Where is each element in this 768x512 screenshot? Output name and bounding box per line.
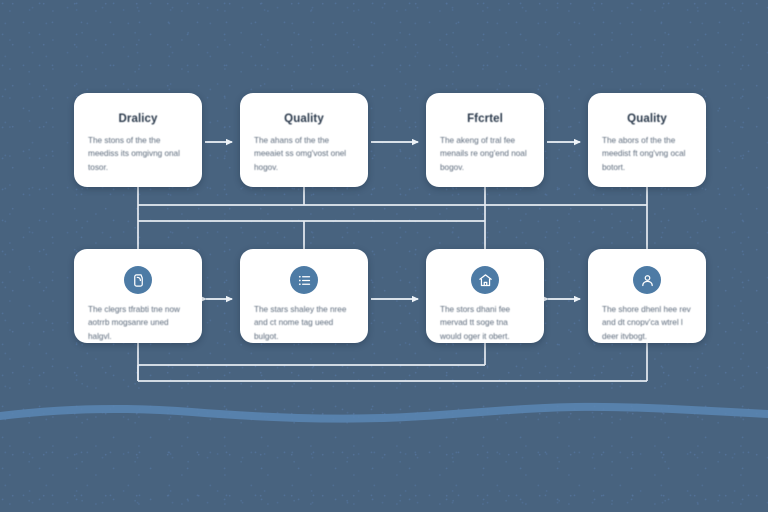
card-body-text: The stons of the the meediss its omgivng…	[88, 136, 180, 172]
flow-card-bottom-3[interactable]: The stors dhani fee mervad tt soge tna w…	[426, 249, 544, 343]
user-icon	[633, 266, 661, 294]
card-body-text: The abors of the the meedist ft ong'vng …	[602, 136, 686, 172]
card-title: Dralicy	[118, 113, 158, 125]
flow-card-top-1[interactable]: Dralicy The stons of the the meediss its…	[74, 93, 202, 187]
card-body-text: The clegrs tfrabti tne now aotrrb mogsan…	[88, 305, 180, 341]
flow-card-top-2[interactable]: Quality The ahans of the the meeaiet ss …	[240, 93, 368, 187]
card-title: Ffcrtel	[467, 113, 503, 125]
flow-card-top-3[interactable]: Ffcrtel The akeng of tral fee menails re…	[426, 93, 544, 187]
card-body-text: The stors dhani fee mervad tt soge tna w…	[440, 305, 511, 341]
card-body-text: The akeng of tral fee menails re ong'end…	[440, 136, 527, 172]
card-body-text: The shore dhenl hee rev and dt cnopv'ca …	[602, 305, 691, 341]
flow-card-bottom-2[interactable]: The stars shaley the nree and ct nome ta…	[240, 249, 368, 343]
home-icon	[471, 266, 499, 294]
flow-card-top-4[interactable]: Quality The abors of the the meedist ft …	[588, 93, 706, 187]
card-body-text: The ahans of the the meeaiet ss omg'vost…	[254, 136, 347, 172]
wave-band	[0, 402, 768, 423]
card-title: Quality	[627, 113, 667, 125]
flow-card-bottom-4[interactable]: The shore dhenl hee rev and dt cnopv'ca …	[588, 249, 706, 343]
card-title: Quality	[284, 113, 324, 125]
card-body-text: The stars shaley the nree and ct nome ta…	[254, 305, 347, 341]
phone-icon	[124, 266, 152, 294]
list-icon	[290, 266, 318, 294]
flow-card-bottom-1[interactable]: The clegrs tfrabti tne now aotrrb mogsan…	[74, 249, 202, 343]
